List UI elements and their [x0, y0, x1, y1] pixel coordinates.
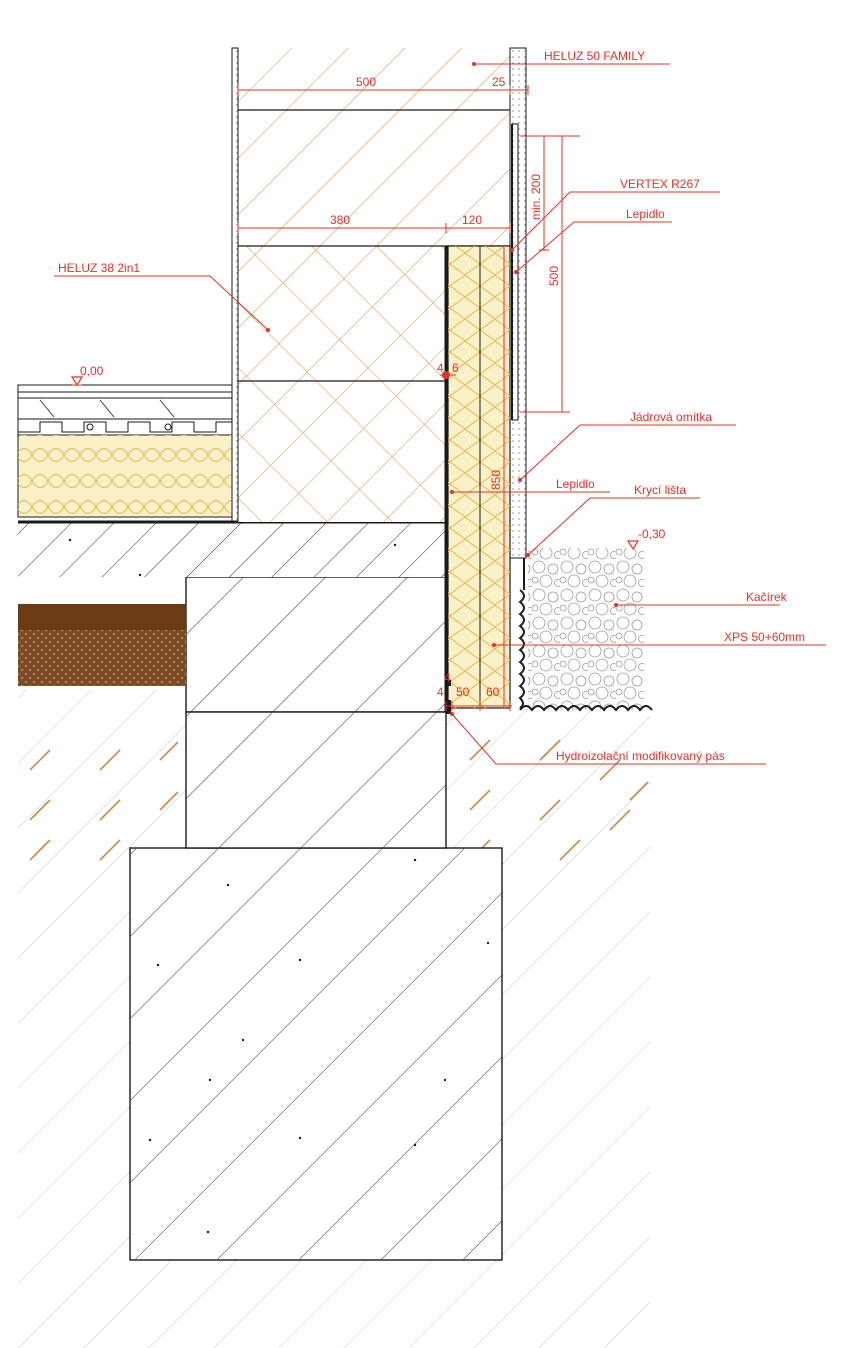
label-vertex: VERTEX R267 — [620, 177, 700, 191]
level-marker-floor: 0,00 — [70, 364, 104, 387]
dim-wall-top: 500 — [356, 75, 376, 89]
label-kryci: Krycí lišta — [634, 483, 686, 497]
dim-anchor-gap: 6 — [452, 361, 459, 375]
label-heluz-family: HELUZ 50 FAMILY — [544, 49, 645, 63]
dim-render-top: 25 — [492, 75, 506, 89]
label-lepidlo-top: Lepidlo — [626, 207, 665, 221]
floor-buildup — [17, 384, 233, 518]
dimple-membrane — [518, 589, 525, 709]
gravel-layer-left — [18, 630, 186, 686]
dim-insulation-top: 120 — [462, 213, 482, 227]
label-lepidlo-mid: Lepidlo — [556, 477, 595, 491]
gravel-kacirek — [528, 548, 644, 710]
hydro-dots — [446, 680, 451, 714]
topsoil-layer — [18, 604, 186, 630]
dim-bottom-d: 60 — [486, 685, 500, 699]
annotation-lines — [54, 63, 826, 765]
dim-bottom-b: 4 — [437, 685, 444, 699]
dim-min-overlap: min. 200 — [529, 174, 543, 220]
leader-dots — [266, 62, 618, 716]
dim-bottom-c: 50 — [456, 685, 470, 699]
level-floor-label: 0,00 — [80, 364, 104, 378]
label-heluz-2in1: HELUZ 38 2in1 — [58, 261, 140, 275]
label-jadrova: Jádrová omítka — [630, 410, 712, 424]
level-terrain-label: -0,30 — [638, 527, 666, 541]
dim-wall-lower: 380 — [330, 213, 350, 227]
dim-anchor: 4 — [437, 361, 444, 375]
dim-mesh-height: 500 — [547, 266, 561, 286]
interior-render — [231, 47, 239, 523]
dim-plinth-height: 850 — [489, 470, 503, 490]
dim-bottom-a: 4 — [444, 671, 451, 685]
label-hydro: Hydroizolační modifikovaný pás — [556, 749, 725, 763]
label-kacirek: Kačírek — [746, 590, 788, 604]
level-marker-terrain: -0,30 — [626, 527, 666, 551]
label-xps: XPS 50+60mm — [724, 630, 805, 644]
